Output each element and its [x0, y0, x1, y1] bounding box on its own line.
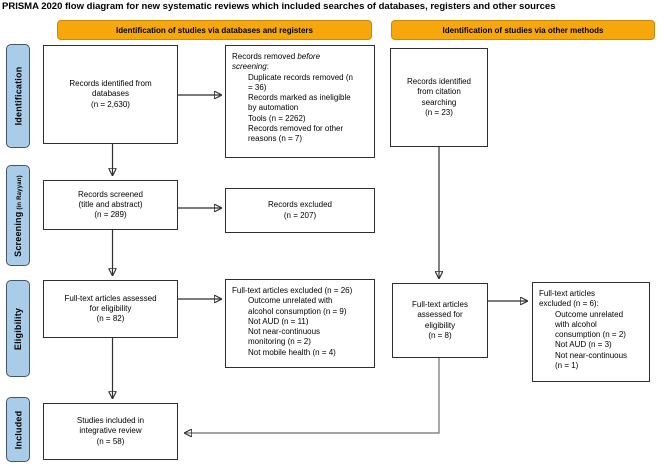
header-other-methods: Identification of studies via other meth… — [391, 20, 655, 40]
stage-label-included: Included — [6, 397, 30, 462]
header-databases-registers: Identification of studies via databases … — [57, 20, 372, 40]
stage-label-included-text: Included — [13, 410, 24, 449]
stage-label-screening-subtext: (in Rayyan) — [17, 174, 23, 212]
box-fulltext-excluded-databases: Full-text articles excluded (n = 26)Outc… — [225, 279, 375, 368]
stage-label-screening: Screening (in Rayyan) — [6, 165, 30, 266]
box-records-excluded: Records excluded(n = 207) — [225, 188, 375, 233]
stage-label-screening-text: Screening (in Rayyan) — [13, 174, 23, 257]
stage-label-identification-text: Identification — [13, 66, 23, 126]
arrow-fulltext-other-to-included — [185, 358, 440, 433]
stage-label-identification: Identification — [6, 44, 30, 148]
box-records-screened: Records screened(title and abstract)(n =… — [43, 180, 178, 230]
stage-label-eligibility-text: Eligibility — [13, 307, 23, 350]
stage-label-eligibility: Eligibility — [6, 280, 30, 377]
diagram-title: PRISMA 2020 flow diagram for new systema… — [2, 1, 556, 12]
